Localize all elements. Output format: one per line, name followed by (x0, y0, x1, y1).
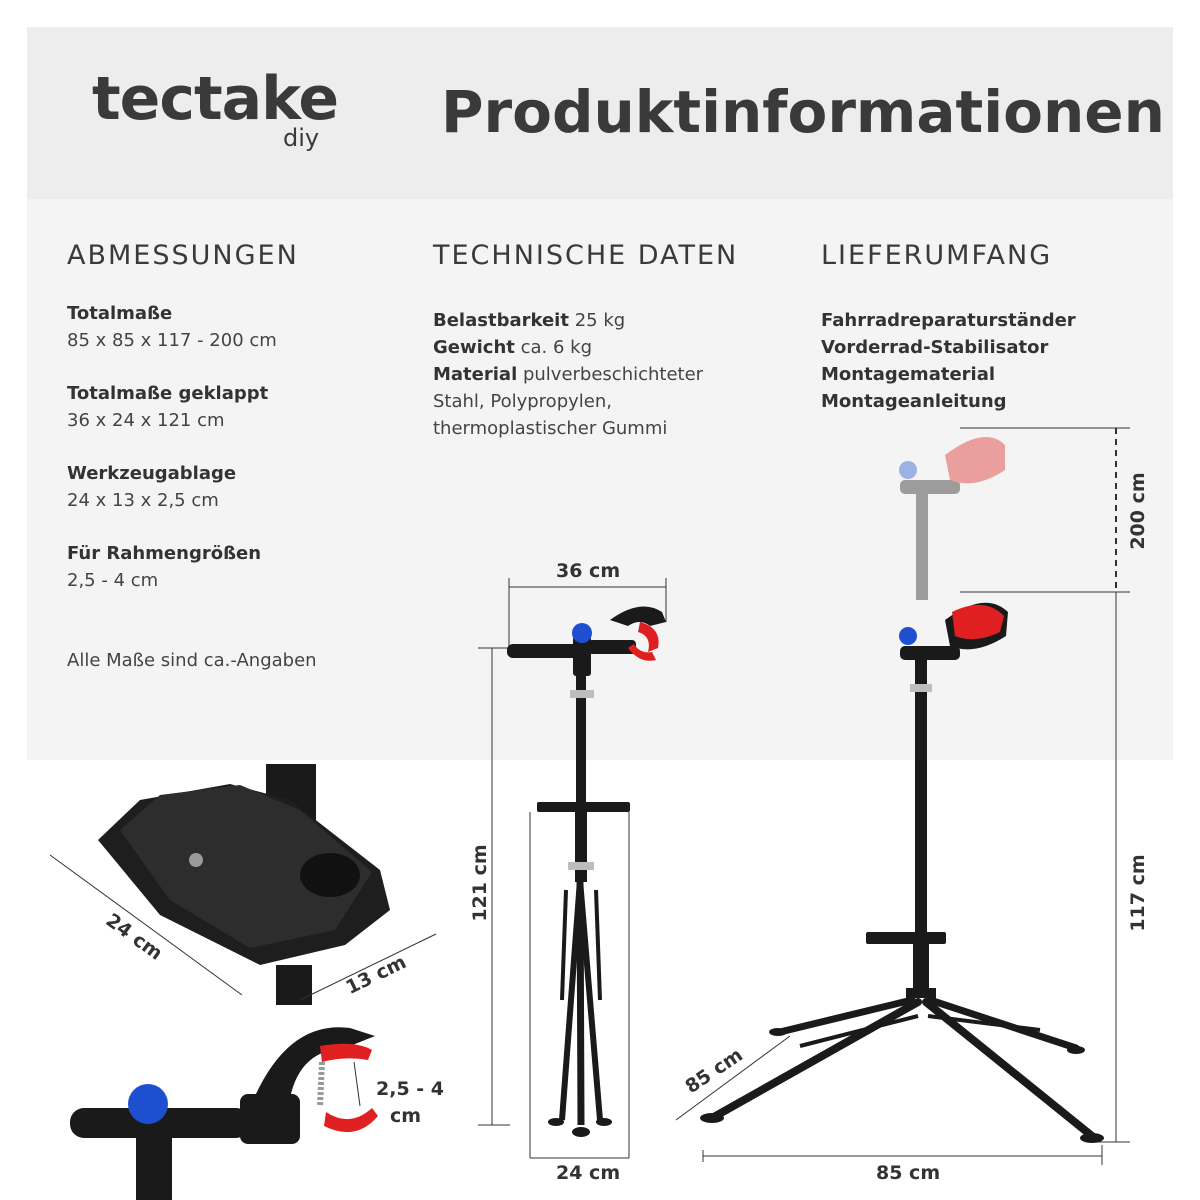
scope-item-stabilizer: Vorderrad-Stabilisator (821, 337, 1049, 358)
section-heading-scope: LIEFERUMFANG (821, 240, 1053, 271)
brand-sub: diy (283, 124, 320, 152)
dim-label-clamp-range: 2,5 - 4 (376, 1078, 444, 1100)
section-heading-dimensions: ABMESSUNGEN (67, 240, 299, 271)
tech-label-material: Material (433, 364, 518, 385)
dim-label-leg-span-base: 85 cm (876, 1162, 941, 1184)
dim-value-folded: 36 x 24 x 121 cm (67, 410, 225, 431)
dim-label-folded: Totalmaße geklappt (67, 383, 269, 404)
dim-label-folded-width: 36 cm (556, 560, 621, 582)
dimensions-note: Alle Maße sind ca.-Angaben (67, 650, 317, 671)
section-heading-tech: TECHNISCHE DATEN (433, 240, 739, 271)
dim-label-folded-height: 121 cm (469, 844, 491, 922)
folded-stand (478, 578, 667, 1159)
dim-label-tray: Werkzeugablage (67, 463, 237, 484)
dim-label-total: Totalmaße (67, 303, 173, 324)
scope-item-material: Montagematerial (821, 364, 996, 385)
scope-item-manual: Montageanleitung (821, 391, 1007, 412)
extended-stand (675, 427, 1130, 1165)
dim-value-total: 85 x 85 x 117 - 200 cm (67, 330, 277, 351)
tech-label-weight: Gewicht (433, 337, 515, 358)
dim-label-frame: Für Rahmengrößen (67, 543, 262, 564)
dim-label-folded-depth: 24 cm (556, 1162, 621, 1184)
brand-logo: tectake (92, 64, 339, 134)
tech-material-cont-2: thermoplastischer Gummi (433, 418, 668, 439)
tech-label-load: Belastbarkeit (433, 310, 569, 331)
scope-item-stand: Fahrradreparaturständer (821, 310, 1076, 331)
page-title: Produktinformationen (441, 78, 1165, 146)
dim-label-min-height: 117 cm (1127, 854, 1149, 932)
tech-row-material: Material pulverbeschichteter (433, 361, 703, 388)
tech-row-load: Belastbarkeit 25 kg (433, 307, 625, 334)
tech-value-load: 25 kg (574, 310, 626, 331)
tech-material-cont-1: Stahl, Polypropylen, (433, 391, 612, 412)
header-band (27, 27, 1173, 199)
clamp-detail (70, 1027, 378, 1200)
tech-value-weight: ca. 6 kg (520, 337, 593, 358)
tech-row-weight: Gewicht ca. 6 kg (433, 334, 592, 361)
dim-label-clamp-unit: cm (390, 1105, 422, 1127)
dim-value-frame: 2,5 - 4 cm (67, 570, 159, 591)
tool-tray (49, 764, 437, 1005)
dim-label-max-height: 200 cm (1127, 472, 1149, 550)
dim-value-tray: 24 x 13 x 2,5 cm (67, 490, 219, 511)
tech-value-material: pulverbeschichteter (522, 364, 704, 385)
info-panel (27, 199, 1173, 760)
